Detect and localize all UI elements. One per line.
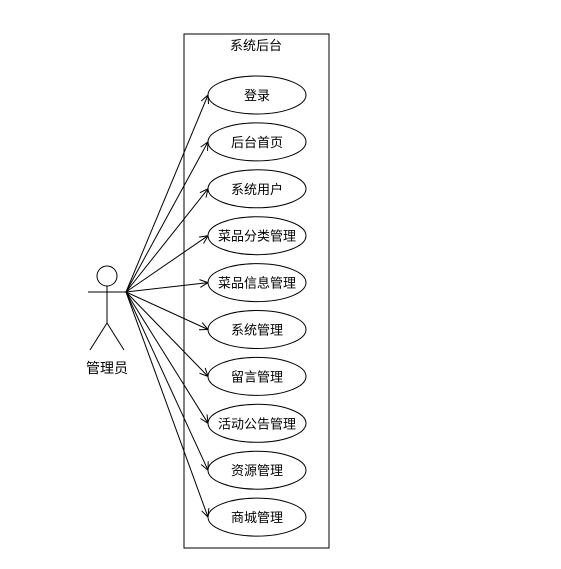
use-case-ellipse (207, 356, 307, 396)
use-case: 系统用户 (207, 169, 307, 209)
use-case-ellipse (207, 216, 307, 256)
use-case: 菜品信息管理 (207, 263, 307, 303)
association-line (125, 141, 209, 293)
use-case: 商城管理 (207, 497, 307, 537)
use-case-label: 系统用户 (231, 182, 283, 198)
use-case-label: 系统管理 (231, 324, 283, 339)
use-case-label: 后台首页 (231, 136, 283, 151)
use-case: 系统管理 (207, 310, 307, 349)
use-case-label: 登录 (244, 89, 270, 104)
association-line (125, 291, 209, 471)
actor-left-leg (89, 322, 108, 351)
association-line (125, 235, 209, 293)
use-case-ellipse (207, 403, 307, 443)
associations (125, 93, 210, 519)
use-case-ellipse (207, 122, 307, 162)
actor-right-leg (106, 322, 125, 351)
use-case: 后台首页 (207, 122, 307, 162)
association-line (125, 291, 209, 424)
use-case-label: 活动公告管理 (218, 417, 296, 432)
use-case: 留言管理 (207, 356, 307, 396)
association-line (125, 282, 209, 293)
use-case-label: 商城管理 (231, 511, 283, 526)
use-case-ellipse (207, 450, 307, 490)
association-line (125, 94, 209, 293)
use-case-label: 菜品信息管理 (218, 276, 296, 292)
use-case-label: 资源管理 (231, 464, 283, 479)
actor-head (96, 265, 118, 287)
use-case: 活动公告管理 (207, 403, 307, 443)
use-case-label: 留言管理 (231, 370, 283, 385)
use-case-ellipse (207, 310, 307, 349)
use-case-ellipse (207, 169, 307, 209)
association-line (125, 291, 209, 330)
use-case-ellipse (207, 497, 307, 537)
use-case: 登录 (207, 75, 307, 115)
use-case-ellipse (207, 263, 307, 303)
use-case: 资源管理 (207, 450, 307, 490)
use-cases: 登录后台首页系统用户菜品分类管理菜品信息管理系统管理留言管理活动公告管理资源管理… (207, 75, 307, 537)
association-line (125, 291, 209, 518)
actor: 管理员 (86, 265, 128, 377)
use-case-label: 菜品分类管理 (218, 230, 296, 245)
association-line (125, 188, 209, 293)
system-title: 系统后台 (230, 39, 282, 54)
use-case: 菜品分类管理 (207, 216, 307, 256)
actor-label: 管理员 (86, 361, 128, 377)
use-case-ellipse (207, 75, 307, 115)
association-line (125, 291, 209, 377)
